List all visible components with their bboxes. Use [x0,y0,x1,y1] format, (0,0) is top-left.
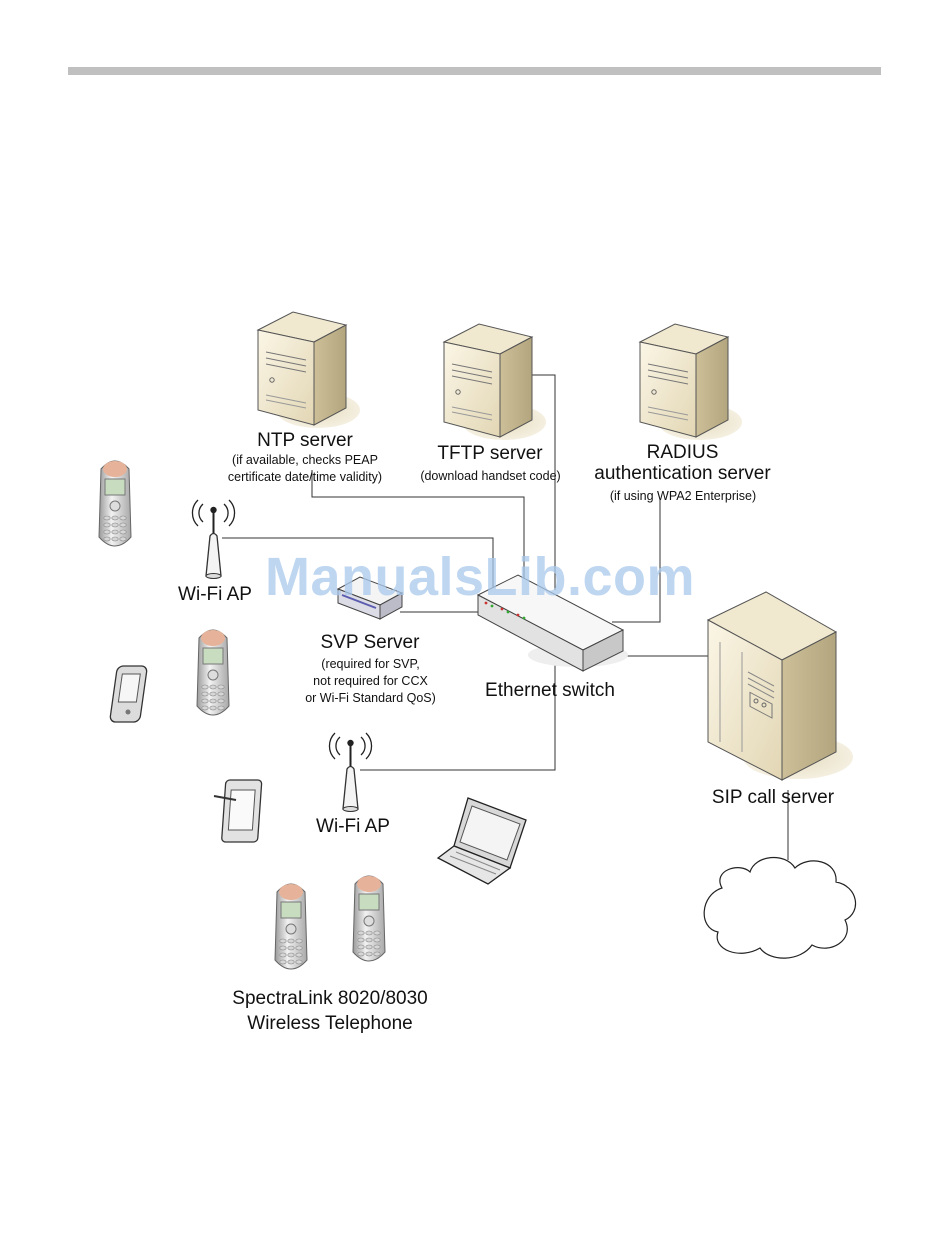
svp-note-line-1: (required for SVP, [321,657,420,671]
tablet-icon [213,779,263,843]
header-bar [68,67,881,75]
ntp-server-icon [256,311,360,428]
svp-note-line-3: or Wi-Fi Standard QoS) [305,690,436,705]
ntp-note-line-1: (if available, checks PEAP [232,453,378,467]
pda-icon [109,665,148,723]
wifi-ap-bottom-label: Wi-Fi AP [316,816,390,837]
radius-link [612,500,661,623]
wifi-ap-top-label: Wi-Fi AP [178,584,252,605]
sip-call-server-label: SIP call server [711,787,835,808]
radius-title-line-2: authentication server [594,462,771,484]
wifi-ap-top-icon [191,499,236,579]
phones-label-line-2: Wireless Telephone [247,1012,413,1034]
handset-phone-4-icon [352,875,386,962]
ethernet-switch-label: Ethernet switch [485,680,615,701]
connection-lines [222,374,789,860]
radius-title-line-1: RADIUS [646,442,719,463]
radius-server-title: RADIUS authentication server [580,442,785,485]
watermark: ManualsLib.com [265,547,696,607]
tftp-server-title: TFTP server [437,443,543,464]
wifi-ap-bottom-icon [328,732,373,812]
ntp-link [311,470,525,590]
tftp-server-icon [442,323,546,440]
handset-phone-3-icon [274,883,308,970]
svp-server-note: (required for SVP, not required for CCX … [288,656,453,707]
radius-server-icon [638,323,742,440]
wifi-ap-top-link [222,537,494,590]
phones-label: SpectraLink 8020/8030 Wireless Telephone [210,987,450,1036]
tftp-link [532,374,556,590]
radius-server-note: (if using WPA2 Enterprise) [609,489,757,503]
svp-server-icon [336,576,404,620]
svp-note-line-2: not required for CCX [313,673,428,688]
sip-call-server-icon [706,591,853,781]
cloud-icon [703,856,857,959]
handset-phone-1-icon [98,460,132,547]
ntp-server-note: (if available, checks PEAP certificate d… [210,452,400,486]
ntp-server-title: NTP server [257,430,353,451]
ethernet-switch-icon [476,574,628,672]
tftp-server-note: (download handset code) [420,469,561,483]
phones-label-line-1: SpectraLink 8020/8030 [232,988,428,1009]
wifi-ap-bottom-link [360,648,556,771]
laptop-icon [436,797,527,885]
handset-phone-2-icon [196,629,230,716]
svp-server-title: SVP Server [320,632,420,653]
ntp-note-line-2: certificate date/time validity) [227,469,383,484]
